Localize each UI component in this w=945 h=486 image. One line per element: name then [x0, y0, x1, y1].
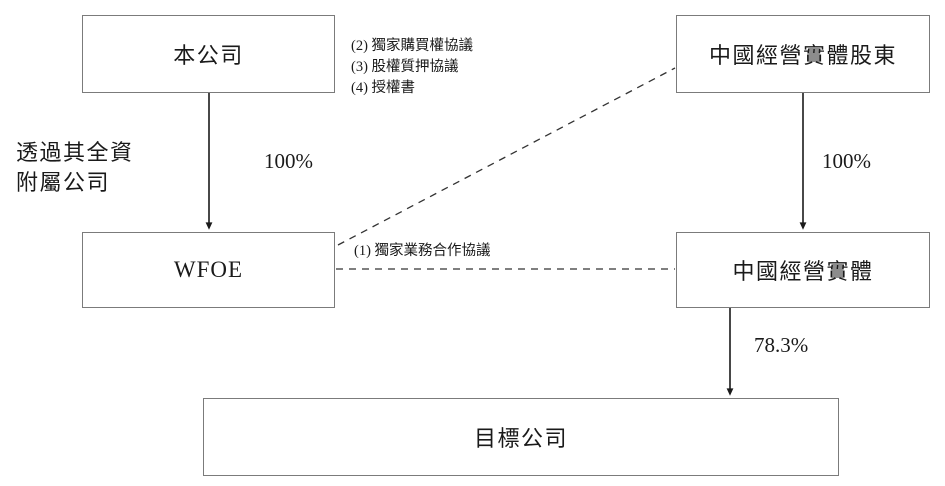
agreement-item-3: (3) 股權質押協議 [351, 59, 459, 75]
node-shareholder[interactable]: 中國經營實體股東 [676, 15, 930, 93]
node-target-company[interactable]: 目標公司 [203, 398, 839, 476]
side-note-wholly-owned-subsidiary: 透過其全資 附屬公司 [16, 138, 191, 198]
ownership-label-shareholder-opco: 100% [822, 149, 871, 173]
node-company-label: 本公司 [173, 43, 244, 68]
node-wfoe[interactable]: WFOE [82, 232, 335, 308]
node-shareholder-label: 中國經營實體股東 [708, 43, 897, 68]
agreement-list: (2) 獨家購買權協議 (3) 股權質押協議 (4) 授權書 [351, 36, 473, 99]
agreement-item-4: (4) 授權書 [351, 80, 416, 96]
node-target-company-label: 目標公司 [473, 426, 568, 451]
node-company[interactable]: 本公司 [82, 15, 335, 93]
node-operating-entity[interactable]: 中國經營實體 [676, 232, 930, 308]
node-operating-entity-label: 中國經營實體 [732, 259, 874, 284]
side-note-line-2: 附屬公司 [16, 170, 111, 195]
agreement-item-2: (2) 獨家購買權協議 [351, 38, 474, 54]
ownership-label-opco-target: 78.3% [754, 333, 809, 357]
node-wfoe-label: WFOE [173, 257, 244, 282]
agreement-item-1: (1) 獨家業務合作協議 [354, 243, 491, 259]
side-note-line-1: 透過其全資 [16, 140, 134, 165]
ownership-label-company-wfoe: 100% [264, 149, 313, 173]
